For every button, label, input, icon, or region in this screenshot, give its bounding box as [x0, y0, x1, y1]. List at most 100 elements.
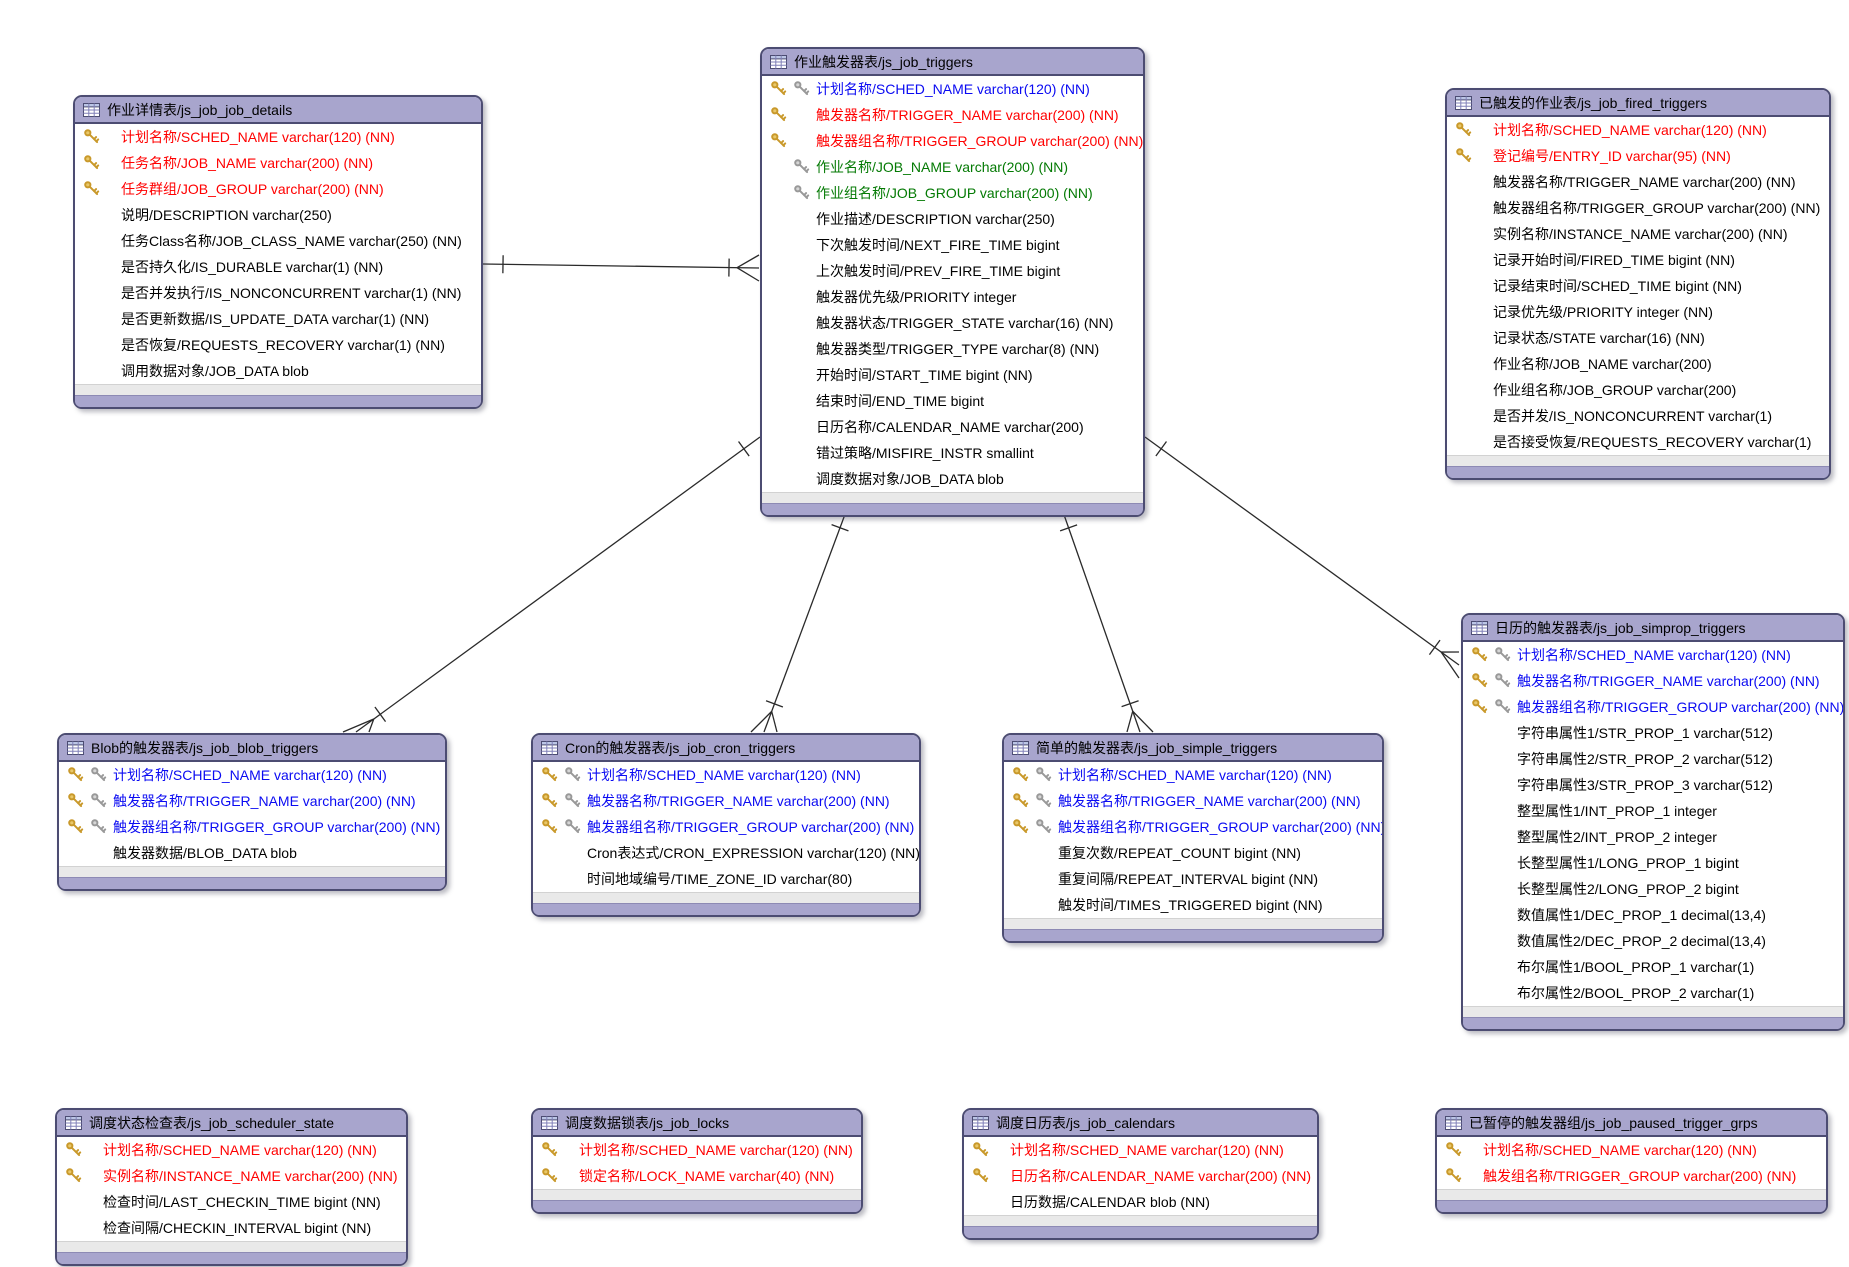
field-row[interactable]: 是否更新数据/IS_UPDATE_DATA varchar(1) (NN): [75, 306, 481, 332]
field-row[interactable]: 计划名称/SCHED_NAME varchar(120) (NN): [57, 1137, 406, 1163]
field-row[interactable]: 下次触发时间/NEXT_FIRE_TIME bigint: [762, 232, 1143, 258]
field-row[interactable]: 触发器名称/TRIGGER_NAME varchar(200) (NN): [1463, 668, 1843, 694]
field-row[interactable]: 作业名称/JOB_NAME varchar(200) (NN): [762, 154, 1143, 180]
relation-job-details-to-triggers[interactable]: [482, 254, 760, 282]
table-title-bar[interactable]: 调度日历表/js_job_calendars: [964, 1110, 1317, 1137]
field-row[interactable]: 上次触发时间/PREV_FIRE_TIME bigint: [762, 258, 1143, 284]
field-row[interactable]: 触发器组名称/TRIGGER_GROUP varchar(200) (NN): [59, 814, 445, 840]
field-row[interactable]: 作业名称/JOB_NAME varchar(200): [1447, 351, 1829, 377]
field-row[interactable]: 整型属性1/INT_PROP_1 integer: [1463, 798, 1843, 824]
field-row[interactable]: 作业描述/DESCRIPTION varchar(250): [762, 206, 1143, 232]
field-row[interactable]: 是否并发/IS_NONCONCURRENT varchar(1): [1447, 403, 1829, 429]
field-row[interactable]: 错过策略/MISFIRE_INSTR smallint: [762, 440, 1143, 466]
field-row[interactable]: 说明/DESCRIPTION varchar(250): [75, 202, 481, 228]
field-row[interactable]: 触发器组名称/TRIGGER_GROUP varchar(200) (NN): [1004, 814, 1382, 840]
field-row[interactable]: 时间地域编号/TIME_ZONE_ID varchar(80): [533, 866, 919, 892]
table-title-bar[interactable]: 调度数据锁表/js_job_locks: [533, 1110, 861, 1137]
table-title-bar[interactable]: 简单的触发器表/js_job_simple_triggers: [1004, 735, 1382, 762]
table-title-bar[interactable]: 日历的触发器表/js_job_simprop_triggers: [1463, 615, 1843, 642]
field-row[interactable]: 是否持久化/IS_DURABLE varchar(1) (NN): [75, 254, 481, 280]
field-row[interactable]: 触发器类型/TRIGGER_TYPE varchar(8) (NN): [762, 336, 1143, 362]
field-row[interactable]: 任务名称/JOB_NAME varchar(200) (NN): [75, 150, 481, 176]
relation-triggers-to-simprop-triggers[interactable]: [1144, 436, 1460, 679]
field-row[interactable]: 锁定名称/LOCK_NAME varchar(40) (NN): [533, 1163, 861, 1189]
field-row[interactable]: 检查间隔/CHECKIN_INTERVAL bigint (NN): [57, 1215, 406, 1241]
field-row[interactable]: 触发器名称/TRIGGER_NAME varchar(200) (NN): [1447, 169, 1829, 195]
field-row[interactable]: 是否并发执行/IS_NONCONCURRENT varchar(1) (NN): [75, 280, 481, 306]
field-row[interactable]: Cron表达式/CRON_EXPRESSION varchar(120) (NN…: [533, 840, 919, 866]
table-title-bar[interactable]: 已暂停的触发器组/js_job_paused_trigger_grps: [1437, 1110, 1826, 1137]
field-row[interactable]: 触发器名称/TRIGGER_NAME varchar(200) (NN): [762, 102, 1143, 128]
field-row[interactable]: 触发器优先级/PRIORITY integer: [762, 284, 1143, 310]
relation-triggers-to-blob-triggers[interactable]: [342, 436, 761, 733]
field-row[interactable]: 计划名称/SCHED_NAME varchar(120) (NN): [1004, 762, 1382, 788]
field-row[interactable]: 计划名称/SCHED_NAME varchar(120) (NN): [59, 762, 445, 788]
field-row[interactable]: 日历名称/CALENDAR_NAME varchar(200) (NN): [964, 1163, 1317, 1189]
field-row[interactable]: 任务Class名称/JOB_CLASS_NAME varchar(250) (N…: [75, 228, 481, 254]
field-row[interactable]: 调用数据对象/JOB_DATA blob: [75, 358, 481, 384]
field-row[interactable]: 重复间隔/REPEAT_INTERVAL bigint (NN): [1004, 866, 1382, 892]
field-row[interactable]: 触发器名称/TRIGGER_NAME varchar(200) (NN): [1004, 788, 1382, 814]
table-title-bar[interactable]: Blob的触发器表/js_job_blob_triggers: [59, 735, 445, 762]
field-row[interactable]: 任务群组/JOB_GROUP varchar(200) (NN): [75, 176, 481, 202]
field-row[interactable]: 触发时间/TIMES_TRIGGERED bigint (NN): [1004, 892, 1382, 918]
field-row[interactable]: 计划名称/SCHED_NAME varchar(120) (NN): [75, 124, 481, 150]
field-row[interactable]: 字符串属性3/STR_PROP_3 varchar(512): [1463, 772, 1843, 798]
table-title-bar[interactable]: 作业触发器表/js_job_triggers: [762, 49, 1143, 76]
field-row[interactable]: 字符串属性1/STR_PROP_1 varchar(512): [1463, 720, 1843, 746]
field-row[interactable]: 计划名称/SCHED_NAME varchar(120) (NN): [1447, 117, 1829, 143]
field-row[interactable]: 计划名称/SCHED_NAME varchar(120) (NN): [964, 1137, 1317, 1163]
field-row[interactable]: 触发器组名称/TRIGGER_GROUP varchar(200) (NN): [1463, 694, 1843, 720]
field-row[interactable]: 日历名称/CALENDAR_NAME varchar(200): [762, 414, 1143, 440]
table-title-bar[interactable]: 已触发的作业表/js_job_fired_triggers: [1447, 90, 1829, 117]
field-row[interactable]: 触发器名称/TRIGGER_NAME varchar(200) (NN): [59, 788, 445, 814]
field-row[interactable]: 触发器名称/TRIGGER_NAME varchar(200) (NN): [533, 788, 919, 814]
field-row[interactable]: 计划名称/SCHED_NAME varchar(120) (NN): [1463, 642, 1843, 668]
field-row[interactable]: 实例名称/INSTANCE_NAME varchar(200) (NN): [57, 1163, 406, 1189]
field-row[interactable]: 登记编号/ENTRY_ID varchar(95) (NN): [1447, 143, 1829, 169]
table-title-bar[interactable]: 作业详情表/js_job_job_details: [75, 97, 481, 124]
field-row[interactable]: 触发组名称/TRIGGER_GROUP varchar(200) (NN): [1437, 1163, 1826, 1189]
field-row[interactable]: 重复次数/REPEAT_COUNT bigint (NN): [1004, 840, 1382, 866]
table-title-bar[interactable]: 调度状态检查表/js_job_scheduler_state: [57, 1110, 406, 1137]
field-row[interactable]: 作业组名称/JOB_GROUP varchar(200): [1447, 377, 1829, 403]
relation-triggers-to-cron-triggers[interactable]: [750, 508, 849, 733]
field-row[interactable]: 计划名称/SCHED_NAME varchar(120) (NN): [533, 1137, 861, 1163]
field-row[interactable]: 计划名称/SCHED_NAME varchar(120) (NN): [762, 76, 1143, 102]
field-row[interactable]: 记录状态/STATE varchar(16) (NN): [1447, 325, 1829, 351]
field-row[interactable]: 是否接受恢复/REQUESTS_RECOVERY varchar(1): [1447, 429, 1829, 455]
field-row[interactable]: 开始时间/START_TIME bigint (NN): [762, 362, 1143, 388]
field-row[interactable]: 触发器组名称/TRIGGER_GROUP varchar(200) (NN): [762, 128, 1143, 154]
field-row[interactable]: 调度数据对象/JOB_DATA blob: [762, 466, 1143, 492]
field-row[interactable]: 布尔属性2/BOOL_PROP_2 varchar(1): [1463, 980, 1843, 1006]
relation-triggers-to-simple-triggers[interactable]: [1059, 508, 1154, 733]
field-row[interactable]: 数值属性2/DEC_PROP_2 decimal(13,4): [1463, 928, 1843, 954]
field-row[interactable]: 实例名称/INSTANCE_NAME varchar(200) (NN): [1447, 221, 1829, 247]
field-row[interactable]: 长整型属性1/LONG_PROP_1 bigint: [1463, 850, 1843, 876]
field-row[interactable]: 检查时间/LAST_CHECKIN_TIME bigint (NN): [57, 1189, 406, 1215]
field-row[interactable]: 作业组名称/JOB_GROUP varchar(200) (NN): [762, 180, 1143, 206]
field-row[interactable]: 触发器组名称/TRIGGER_GROUP varchar(200) (NN): [1447, 195, 1829, 221]
field-row[interactable]: 整型属性2/INT_PROP_2 integer: [1463, 824, 1843, 850]
field-row[interactable]: 计划名称/SCHED_NAME varchar(120) (NN): [533, 762, 919, 788]
field-row[interactable]: 记录开始时间/FIRED_TIME bigint (NN): [1447, 247, 1829, 273]
field-row[interactable]: 触发器组名称/TRIGGER_GROUP varchar(200) (NN): [533, 814, 919, 840]
field-row[interactable]: 布尔属性1/BOOL_PROP_1 varchar(1): [1463, 954, 1843, 980]
field-row[interactable]: 日历数据/CALENDAR blob (NN): [964, 1189, 1317, 1215]
field-row[interactable]: 字符串属性2/STR_PROP_2 varchar(512): [1463, 746, 1843, 772]
field-row[interactable]: 触发器状态/TRIGGER_STATE varchar(16) (NN): [762, 310, 1143, 336]
field-row[interactable]: 记录结束时间/SCHED_TIME bigint (NN): [1447, 273, 1829, 299]
field-row[interactable]: 记录优先级/PRIORITY integer (NN): [1447, 299, 1829, 325]
field-row[interactable]: 数值属性1/DEC_PROP_1 decimal(13,4): [1463, 902, 1843, 928]
field-row[interactable]: 计划名称/SCHED_NAME varchar(120) (NN): [1437, 1137, 1826, 1163]
